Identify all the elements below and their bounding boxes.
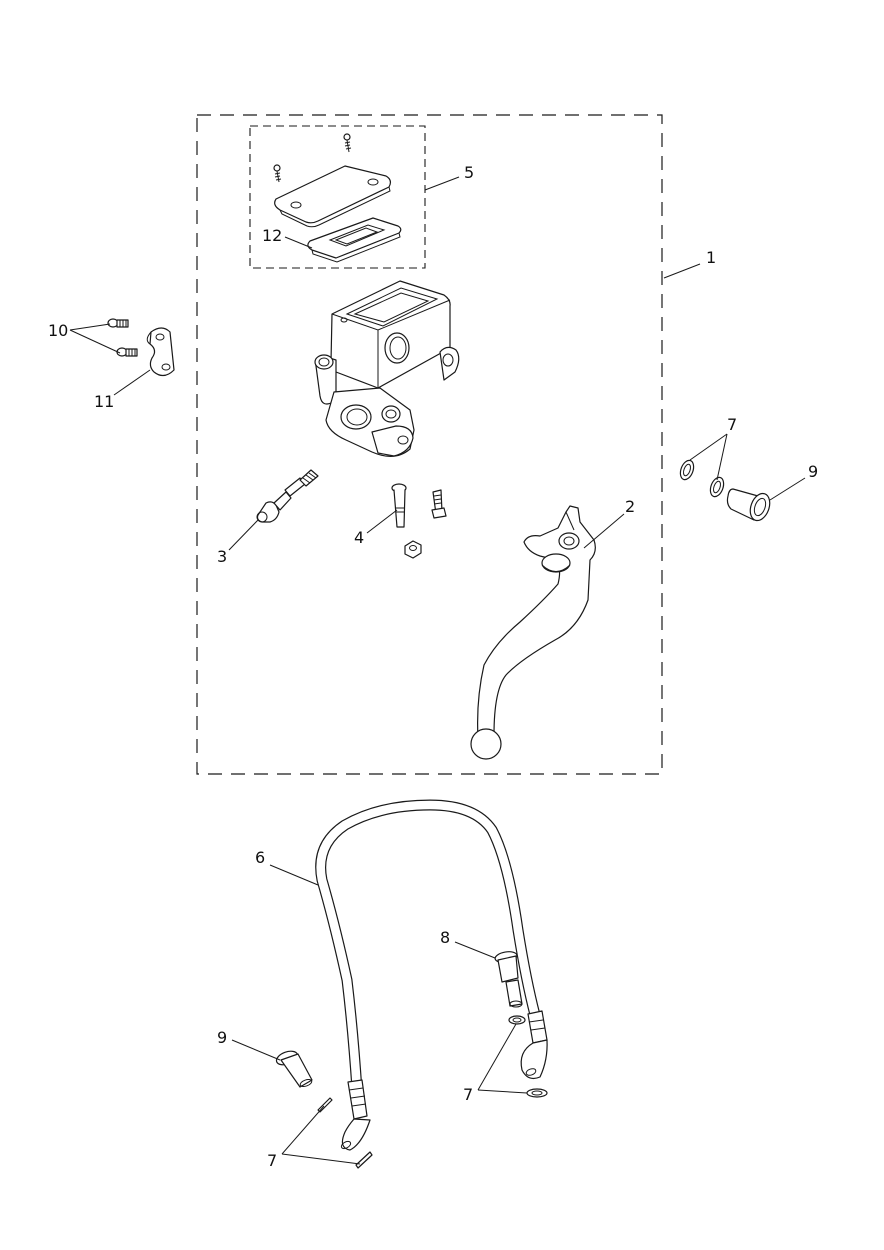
clamp-screw [116,347,138,357]
callout-3: 3 [217,547,227,566]
master-cylinder-kit-boundary [196,114,663,775]
hose-fitting [494,951,523,1008]
callout-6: 6 [255,848,265,867]
callout-4: 4 [354,528,364,547]
callout-1: 1 [706,248,716,267]
pivot-bolt [391,483,407,528]
diaphragm-gasket [307,217,402,263]
callout-2: 2 [625,497,635,516]
sealing-washer [679,459,695,481]
leader-lines [69,176,806,1165]
callout-5: 5 [464,163,474,182]
cap-screw [273,164,282,183]
callout-9-lower: 9 [217,1028,227,1047]
pivot-screw [431,489,447,519]
callout-8: 8 [440,928,450,947]
sealing-washer [508,1015,526,1025]
master-cylinder-body [314,280,460,457]
cap-screw [343,133,352,153]
sealing-washer [709,476,725,498]
callout-7-right: 7 [463,1085,473,1104]
handlebar-clamp [146,327,175,377]
reservoir-cap [274,165,392,228]
callout-12: 12 [262,226,282,245]
banjo-bolt [275,1050,313,1088]
brake-lever [470,505,596,760]
reservoir-cap-kit-boundary [249,125,426,269]
callout-7-left: 7 [267,1151,277,1170]
clamp-screw [107,318,129,328]
callout-11: 11 [94,392,114,411]
callout-7-upper: 7 [727,415,737,434]
pivot-nut [404,540,422,559]
banjo-bolt [726,488,771,522]
callout-10: 10 [48,321,68,340]
sealing-washer [526,1088,548,1098]
pushrod-adjuster [256,469,319,523]
brake-hose [315,799,548,1151]
sealing-washer [355,1151,373,1169]
callout-9-upper: 9 [808,462,818,481]
